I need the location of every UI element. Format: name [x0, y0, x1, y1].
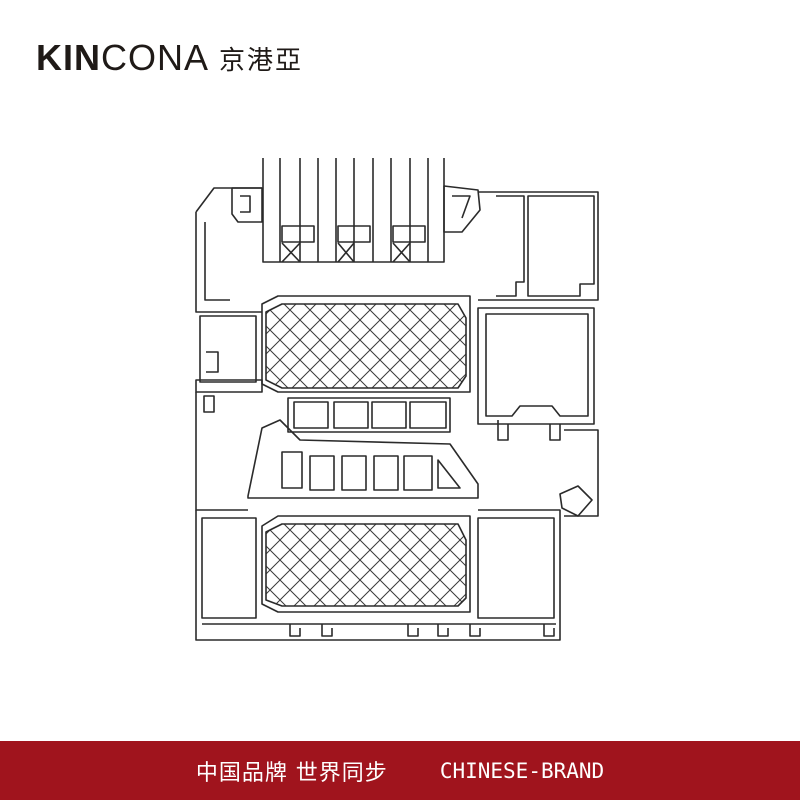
frame-lower-profile: [195, 509, 561, 641]
thermal-break-strips: [287, 397, 451, 433]
sash-upper-profile: [195, 187, 599, 313]
glazing-gasket-right: [443, 185, 481, 233]
thermal-insulation-upper: [261, 295, 471, 393]
glass-unit: [262, 158, 445, 263]
glazing-gasket-left: [231, 187, 263, 223]
thermal-insulation-lower: [261, 515, 471, 613]
footer-band: 中国品牌 世界同步 CHINESE-BRAND: [0, 741, 800, 800]
logo-chinese: 京港亞: [219, 45, 304, 76]
brand-logo: KIN CONA 京港亞: [36, 36, 303, 80]
left-chamber-upper: [199, 315, 257, 383]
footer-brand: CHINESE-BRAND: [439, 758, 605, 783]
footer-slogan: 中国品牌 世界同步: [195, 760, 388, 786]
logo-kin: KIN: [36, 37, 101, 78]
frame-middle-profile: [195, 379, 599, 517]
logo-cona: CONA: [101, 37, 210, 78]
right-chamber-upper: [477, 307, 595, 441]
